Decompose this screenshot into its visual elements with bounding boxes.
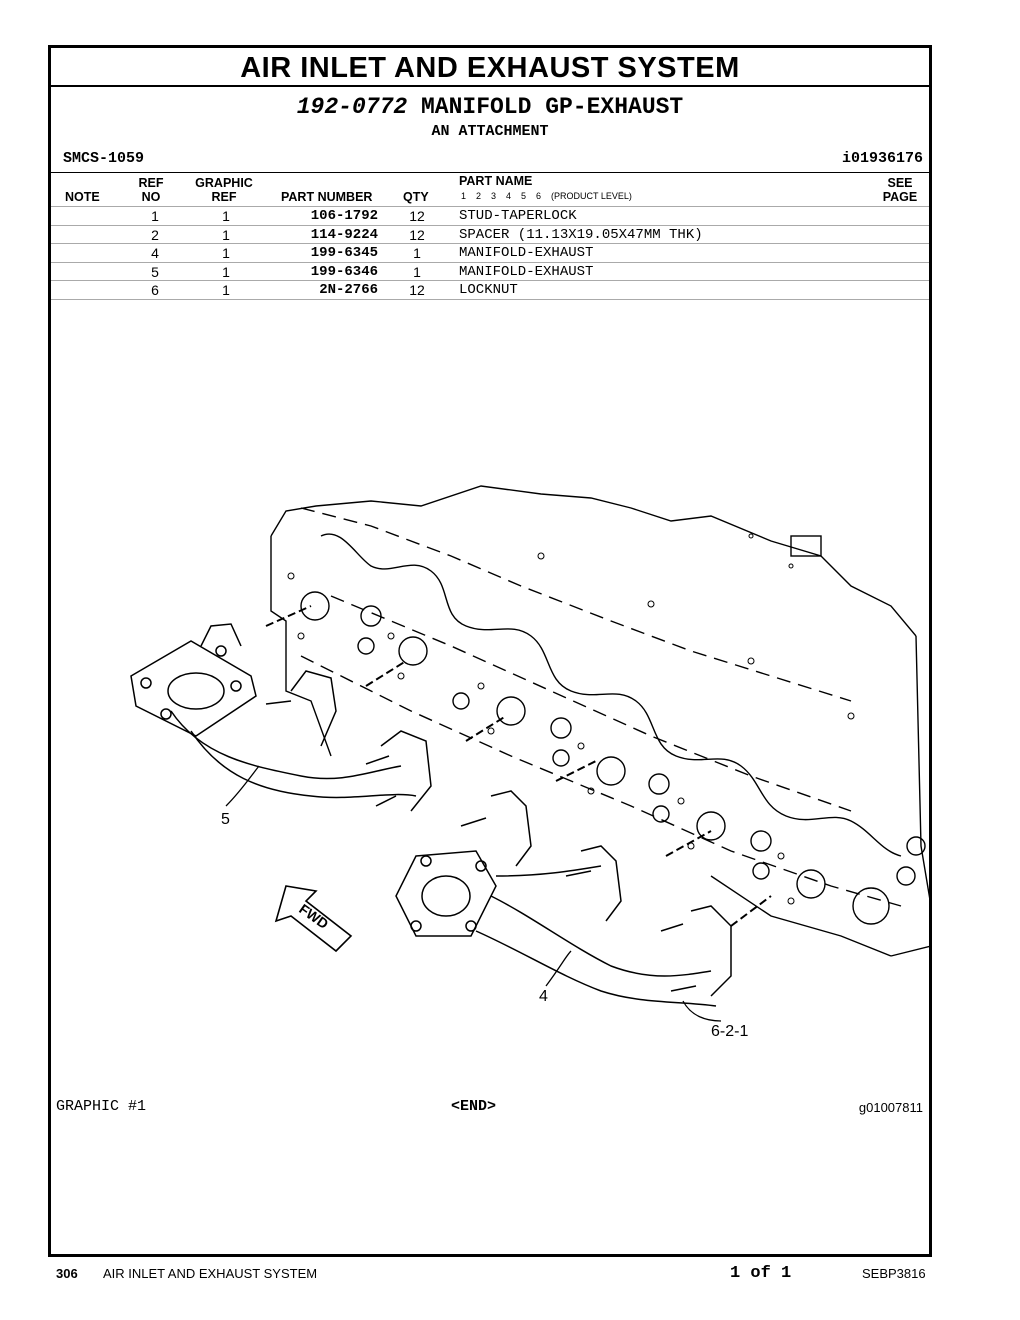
end-label: <END>: [451, 1098, 497, 1115]
title-divider: [51, 85, 929, 87]
callout-5: 5: [221, 811, 230, 828]
product-level-label: 1 2 3 4 5 6 (PRODUCT LEVEL): [461, 191, 632, 201]
exploded-view-drawing: 5 4 6-2-1 FWD: [130, 485, 931, 1040]
table-row: 2 1 114-9224 12 SPACER (11.13X19.05X47MM THK…: [51, 224, 929, 244]
table-row: 6 1 2N-2766 12 LOCKNUT: [51, 280, 929, 299]
system-title: AIR INLET AND EXHAUST SYSTEM: [240, 52, 740, 84]
group-part-number: 192-0772: [296, 94, 408, 120]
header-divider: [51, 172, 929, 173]
col-see-page: SEE PAGE: [876, 176, 924, 204]
graphic-ref-cell: 1: [222, 245, 230, 261]
table-row: 5 1 199-6346 1 MANIFOLD-EXHAUST: [51, 261, 929, 281]
col-ref-no-line2: NO: [141, 190, 161, 204]
ref-no-cell: 1: [151, 208, 159, 224]
footer-page-number: 306: [56, 1266, 78, 1281]
graphic-ref-cell: 1: [222, 208, 230, 224]
table-bottom-rule: [51, 298, 929, 300]
fwd-label: FWD: [296, 901, 331, 932]
col-part-number: PART NUMBER: [281, 190, 373, 204]
qty-cell: 1: [413, 263, 421, 280]
manifold-5: [130, 623, 432, 812]
graphic-number: g01007811: [858, 1100, 923, 1115]
part-name-cell: MANIFOLD-EXHAUST: [459, 263, 594, 280]
col-see-page-line1: SEE: [887, 176, 913, 190]
table-row: 4 1 199-6345 1 MANIFOLD-EXHAUST: [51, 243, 929, 262]
part-title: 192-0772 MANIFOLD GP-EXHAUST: [51, 94, 929, 120]
col-see-page-line2: PAGE: [882, 190, 918, 204]
group-part-name: MANIFOLD GP-EXHAUST: [420, 94, 684, 120]
part-name-cell: LOCKNUT: [459, 282, 518, 298]
attachment-label: AN ATTACHMENT: [431, 123, 549, 140]
part-number-cell: 199-6345: [310, 245, 378, 261]
callout-leaders: [225, 765, 722, 1022]
qty-cell: 12: [409, 208, 425, 224]
col-ref-no: REF NO: [136, 176, 166, 204]
graphic-ref-cell: 1: [222, 263, 230, 280]
qty-cell: 12: [409, 282, 425, 298]
engine-head-outline: [270, 485, 931, 957]
qty-cell: 1: [413, 245, 421, 261]
ref-no-cell: 6: [151, 282, 159, 298]
callout-6-2-1: 6-2-1: [711, 1023, 748, 1040]
ref-no-cell: 5: [151, 263, 159, 280]
column-headers: NOTE REF NO GRAPHIC REF PART NUMBER QTY …: [51, 174, 929, 206]
illustration-id: i01936176: [841, 150, 923, 167]
col-part-name: PART NAME: [459, 174, 533, 188]
part-number-cell: 199-6346: [310, 263, 378, 280]
footer-doc-number: SEBP3816: [862, 1266, 926, 1281]
part-number-cell: 2N-2766: [319, 282, 378, 298]
footer-section: AIR INLET AND EXHAUST SYSTEM: [103, 1266, 318, 1281]
stud-lines: [265, 605, 772, 927]
footer-page-of: 1 of 1: [730, 1264, 792, 1283]
ref-no-cell: 2: [151, 226, 159, 243]
col-graphic-ref: GRAPHIC REF: [191, 176, 257, 204]
part-name-cell: MANIFOLD-EXHAUST: [459, 245, 594, 261]
col-graphic-ref-line2: REF: [211, 190, 237, 204]
graphic-ref-cell: 1: [222, 226, 230, 243]
part-number-cell: 106-1792: [310, 208, 378, 224]
page-frame: AIR INLET AND EXHAUST SYSTEM 192-0772 MA…: [48, 45, 932, 1257]
ref-no-cell: 4: [151, 245, 159, 261]
graphic-ref-cell: 1: [222, 282, 230, 298]
part-name-cell: SPACER (11.13X19.05X47MM THK): [459, 226, 703, 243]
col-ref-no-line1: REF: [138, 176, 164, 190]
col-qty: QTY: [403, 190, 429, 204]
manifold-4: [395, 790, 732, 1007]
graphic-label: GRAPHIC #1: [56, 1098, 147, 1115]
smcs-code: SMCS-1059: [63, 150, 145, 167]
part-number-cell: 114-9224: [310, 226, 378, 243]
part-name-cell: STUD-TAPERLOCK: [459, 208, 577, 224]
col-graphic-ref-line1: GRAPHIC: [195, 176, 253, 190]
table-row: 1 1 106-1792 12 STUD-TAPERLOCK: [51, 206, 929, 225]
callout-4: 4: [539, 988, 548, 1005]
fwd-arrow: [274, 885, 353, 953]
col-note: NOTE: [65, 190, 100, 204]
qty-cell: 12: [409, 226, 425, 243]
